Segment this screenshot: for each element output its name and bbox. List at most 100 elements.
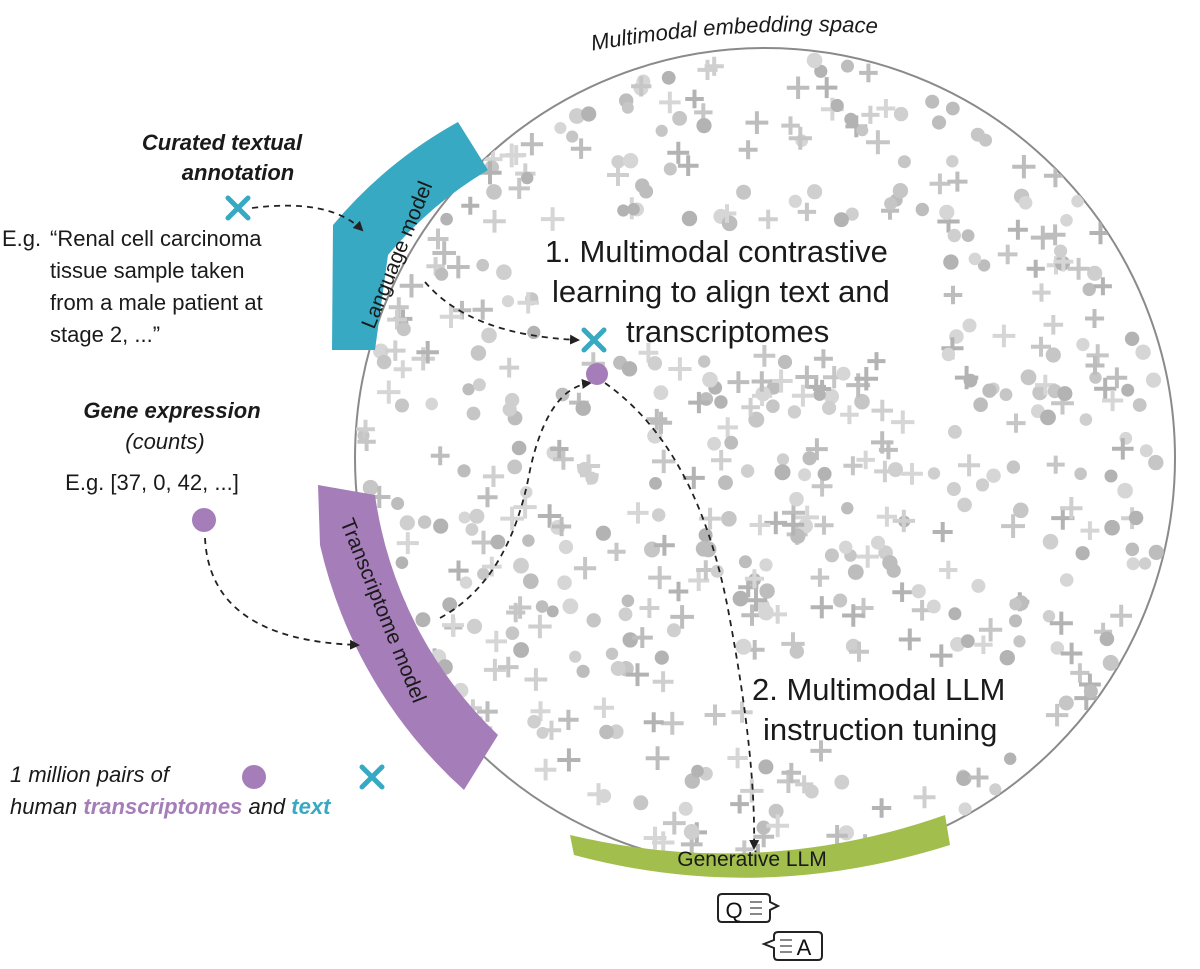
scatter-dot bbox=[740, 464, 755, 478]
question-speech-bubble-q-icon: Q bbox=[717, 893, 781, 923]
scatter-dot bbox=[458, 511, 471, 524]
scatter-dot bbox=[789, 491, 804, 507]
scatter-dot bbox=[622, 632, 638, 648]
scatter-dot bbox=[513, 642, 529, 658]
scatter-plus bbox=[499, 357, 520, 378]
scatter-dot bbox=[931, 115, 947, 130]
scatter-dot bbox=[481, 327, 497, 344]
arrow-text-to-language-model bbox=[251, 204, 364, 232]
scatter-dot bbox=[844, 112, 858, 126]
scatter-plus bbox=[1085, 309, 1105, 328]
scatter-plus bbox=[814, 515, 834, 535]
scatter-dot bbox=[788, 194, 802, 208]
scatter-plus bbox=[399, 274, 424, 298]
scatter-plus bbox=[1086, 344, 1109, 367]
scatter-plus bbox=[1060, 497, 1083, 520]
scatter-dot bbox=[758, 604, 774, 621]
scatter-plus bbox=[427, 228, 449, 250]
scatter-dot bbox=[962, 318, 977, 333]
scatter-dot bbox=[1083, 684, 1098, 699]
scatter-dot bbox=[520, 486, 533, 499]
scatter-plus bbox=[499, 143, 524, 168]
scatter-dot bbox=[621, 101, 634, 114]
scatter-dot bbox=[707, 436, 721, 451]
scatter-plus bbox=[1110, 604, 1133, 627]
scatter-plus bbox=[439, 305, 463, 328]
scatter-dot bbox=[802, 451, 817, 466]
arrow-language-model-to-space bbox=[424, 281, 580, 345]
scatter-dot bbox=[847, 564, 864, 580]
scatter-plus bbox=[997, 244, 1018, 265]
scatter-dot bbox=[948, 607, 962, 621]
legend-human: human bbox=[10, 794, 83, 819]
scatter-plus bbox=[781, 762, 801, 783]
scatter-dot bbox=[946, 155, 959, 168]
scatter-plus bbox=[856, 450, 875, 470]
scatter-dot bbox=[440, 212, 453, 226]
scatter-dot bbox=[666, 623, 681, 638]
scatter-plus bbox=[570, 138, 592, 159]
scatter-dot bbox=[961, 229, 975, 243]
scatter-dot bbox=[982, 383, 997, 398]
scatter-dot bbox=[577, 462, 592, 477]
scatter-dot bbox=[841, 59, 854, 73]
scatter-dot bbox=[833, 593, 848, 608]
scatter-plus bbox=[753, 345, 776, 367]
gene-input-example: E.g. [37, 0, 42, ...] bbox=[65, 470, 239, 495]
scatter-plus bbox=[947, 171, 968, 192]
scatter-dot bbox=[897, 155, 911, 169]
scatter-plus bbox=[1070, 663, 1090, 683]
scatter-dot bbox=[581, 106, 597, 122]
scatter-dot bbox=[999, 388, 1013, 401]
scatter-plus bbox=[871, 798, 892, 818]
scatter-dot bbox=[523, 573, 539, 589]
step1-line-3: transcriptomes bbox=[626, 314, 829, 349]
scatter-plus bbox=[498, 656, 519, 678]
scatter-plus bbox=[842, 604, 865, 627]
scatter-plus bbox=[659, 91, 681, 114]
scatter-dot bbox=[963, 373, 978, 388]
scatter-plus bbox=[810, 596, 833, 619]
scatter-dot bbox=[915, 202, 929, 217]
scatter-plus bbox=[730, 794, 749, 814]
scatter-dot bbox=[1076, 337, 1090, 352]
scatter-dot bbox=[1089, 371, 1102, 384]
scatter-plus bbox=[688, 570, 710, 591]
scatter-dot bbox=[1006, 460, 1021, 474]
scatter-plus bbox=[744, 589, 768, 612]
scatter-plus bbox=[744, 569, 764, 589]
scatter-plus bbox=[866, 130, 890, 155]
scatter-dot bbox=[627, 203, 640, 216]
scatter-dot bbox=[425, 397, 439, 411]
scatter-plus bbox=[652, 831, 675, 854]
scatter-plus bbox=[442, 614, 464, 637]
scatter-dot bbox=[1050, 641, 1065, 655]
scatter-plus bbox=[758, 209, 778, 229]
text-example-line-2: tissue sample taken bbox=[50, 258, 244, 283]
scatter-plus bbox=[645, 746, 670, 770]
scatter-dot bbox=[939, 204, 955, 220]
scatter-plus bbox=[826, 825, 848, 847]
scatter-dot bbox=[986, 468, 1001, 483]
scatter-dot bbox=[1145, 372, 1162, 388]
scatter-plus bbox=[550, 439, 569, 459]
scatter-dot bbox=[759, 583, 775, 599]
scatter-plus bbox=[1046, 455, 1065, 474]
scatter-dot bbox=[807, 184, 823, 200]
scatter-dot bbox=[652, 508, 666, 522]
scatter-plus bbox=[626, 663, 649, 687]
step2-line-1: 2. Multimodal LLM bbox=[752, 672, 1005, 707]
scatter-plus bbox=[810, 740, 832, 762]
scatter-dot bbox=[834, 774, 850, 790]
scatter-plus bbox=[727, 747, 748, 769]
scatter-dot bbox=[639, 184, 654, 199]
scatter-dot bbox=[971, 578, 986, 593]
scatter-plus bbox=[508, 177, 530, 199]
scatter-plus bbox=[856, 545, 879, 568]
scatter-dot bbox=[777, 354, 793, 370]
scatter-dot bbox=[649, 477, 662, 490]
scatter-plus bbox=[1102, 390, 1124, 412]
scatter-plus bbox=[668, 581, 689, 602]
scatter-dot bbox=[469, 508, 485, 524]
scatter-dot bbox=[477, 567, 490, 581]
